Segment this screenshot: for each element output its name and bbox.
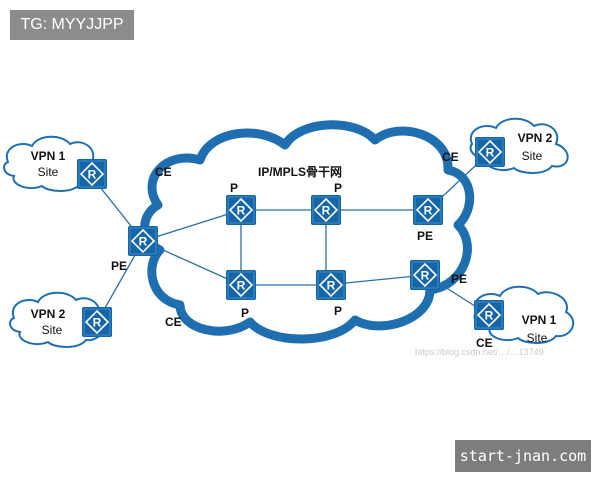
site-sub: Site — [42, 323, 63, 337]
ce-label: CE — [476, 336, 493, 350]
site-sub: Site — [522, 149, 543, 163]
site-sub: Site — [527, 331, 548, 345]
site-name: VPN 2 — [31, 307, 66, 321]
p-label: P — [230, 181, 238, 195]
router-icon — [81, 306, 113, 338]
p-label: P — [241, 306, 249, 320]
router-icon — [474, 136, 506, 168]
site-name: VPN 2 — [518, 131, 553, 145]
p-label: P — [334, 304, 342, 318]
router-icon — [409, 259, 441, 291]
router-icon — [225, 194, 257, 226]
watermark-bottom: start-jnan.com — [455, 440, 591, 472]
router-icon — [127, 225, 159, 257]
watermark-top: TG: MYYJJPP — [10, 10, 134, 40]
source-url: https://blog.csdn.net/…/…13749 — [415, 347, 544, 357]
site-name: VPN 1 — [31, 149, 66, 163]
site-cloud-vpn1-left: VPN 1 Site — [3, 135, 99, 192]
ce-label: CE — [165, 315, 182, 329]
site-sub: Site — [38, 165, 59, 179]
router-icon — [315, 269, 347, 301]
site-name: VPN 1 — [522, 313, 557, 327]
router-icon — [473, 299, 505, 331]
link-pe-p3 — [142, 240, 242, 286]
ce-label: CE — [155, 165, 172, 179]
link-pe-p1 — [142, 209, 242, 242]
router-icon — [310, 194, 342, 226]
router-icon — [76, 158, 108, 190]
ce-label: CE — [442, 150, 459, 164]
p-label: P — [334, 181, 342, 195]
pe-label: PE — [111, 259, 127, 273]
pe-label: PE — [417, 229, 433, 243]
router-icon — [225, 269, 257, 301]
router-icon — [412, 194, 444, 226]
backbone-label: IP/MPLS骨干网 — [258, 165, 342, 179]
pe-label: PE — [451, 272, 467, 286]
